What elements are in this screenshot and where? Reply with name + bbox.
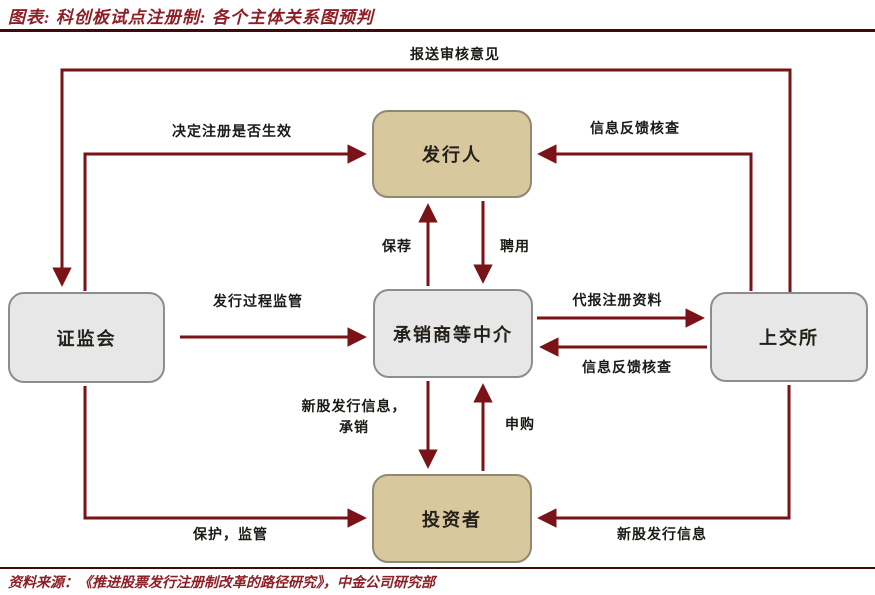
source-note: 资料来源：《推进股票发行注册制改革的路径研究》，中金公司研究部 — [8, 576, 435, 591]
node-sse: 上交所 — [710, 292, 868, 382]
title-divider — [0, 29, 875, 32]
edge-label-info-feedback-top: 信息反馈核查 — [590, 122, 680, 137]
edge-label-new-share-info: 新股发行信息 — [617, 528, 707, 543]
edge-label-submit-review: 报送审核意见 — [410, 48, 500, 63]
footer-divider — [0, 567, 875, 569]
edge-label-process-supervision: 发行过程监管 — [213, 295, 303, 310]
arrow-decide-registration — [83, 144, 367, 291]
edge-label-protect-supervise: 保护，监管 — [193, 528, 268, 543]
arrow-submit-review — [52, 68, 792, 292]
node-issuer: 发行人 — [372, 110, 532, 198]
edge-label-info-feedback-mid: 信息反馈核查 — [582, 361, 672, 376]
edge-label-new-share-underwrite: 新股发行信息， 承销 — [301, 400, 407, 436]
chart-title: 图表: 科创板试点注册制: 各个主体关系图预判 — [8, 8, 374, 27]
node-csrc: 证监会 — [8, 292, 165, 383]
node-investor: 投资者 — [372, 474, 532, 563]
edge-label-decide-registration: 决定注册是否生效 — [172, 125, 292, 140]
arrow-new-share-info — [537, 385, 791, 528]
edge-label-sponsor: 保荐 — [382, 240, 412, 255]
edge-label-hire: 聘用 — [500, 240, 530, 255]
arrow-info-feedback-top — [537, 144, 753, 291]
arrow-protect-supervise — [83, 386, 367, 528]
edge-label-subscribe: 申购 — [505, 418, 535, 433]
node-underwriter: 承销商等中介 — [373, 289, 533, 378]
edge-label-submit-registration-materials: 代报注册资料 — [572, 294, 663, 309]
